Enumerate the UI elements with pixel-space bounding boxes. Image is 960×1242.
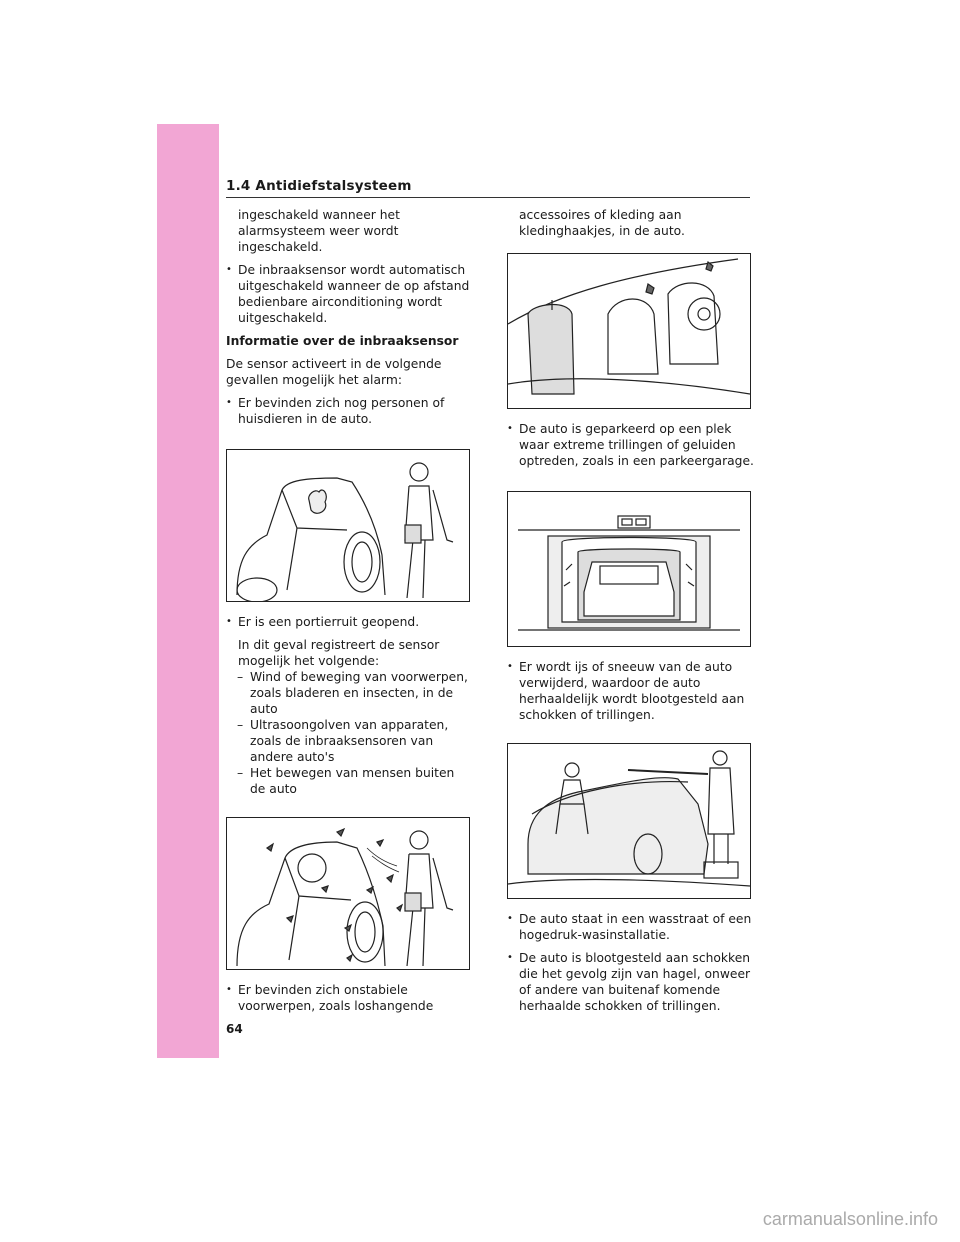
section-title: 1.4 Antidiefstalsysteem bbox=[226, 178, 412, 194]
header-rule bbox=[226, 197, 750, 198]
illustration-person-with-dog bbox=[226, 449, 470, 602]
illustration-hanging-clothes bbox=[507, 253, 751, 409]
bullet-vibration: De auto is geparkeerd op een plek waar e… bbox=[507, 421, 754, 469]
sensor-intro: De sensor activeert in de volgende geval… bbox=[226, 357, 442, 387]
bullet-ice: Er wordt ijs of sneeuw van de auto verwi… bbox=[507, 659, 754, 723]
bullet-ac: De inbraaksensor wordt automatisch uitge… bbox=[226, 262, 473, 326]
intro-continuation: ingeschakeld wanneer het alarmsysteem we… bbox=[238, 208, 400, 254]
bullet-persons: Er bevinden zich nog personen of huisdie… bbox=[226, 395, 473, 427]
watermark-logo: carmanualsonline.info bbox=[762, 1209, 938, 1229]
subheading: Informatie over de inbraaksensor bbox=[226, 334, 459, 348]
window-detail: In dit geval registreert de sensor mogel… bbox=[238, 638, 440, 668]
bullet-window: Er is een portierruit geopend. bbox=[226, 614, 473, 630]
dash-item-people: Het bewegen van mensen buiten de auto bbox=[226, 765, 473, 797]
right-column: accessoires of kleding aan kledinghaakje… bbox=[507, 207, 754, 1021]
bullet-carwash: De auto staat in een wasstraat of een ho… bbox=[507, 911, 754, 943]
left-column: ingeschakeld wanneer het alarmsysteem we… bbox=[226, 207, 473, 1021]
page-number: 64 bbox=[226, 1022, 243, 1036]
bullet-hail: De auto is blootgesteld aan schokken die… bbox=[507, 950, 754, 1014]
dash-item-wind: Wind of beweging van voorwerpen, zoals b… bbox=[226, 669, 473, 717]
bullet-unstable: Er bevinden zich onstabiele voorwerpen, … bbox=[226, 982, 473, 1014]
page-side-tab bbox=[157, 124, 219, 1058]
dash-item-ultrasound: Ultrasoongolven van apparaten, zoals de … bbox=[226, 717, 473, 765]
illustration-snow-removal bbox=[507, 743, 751, 899]
illustration-car-wash bbox=[507, 491, 751, 647]
unstable-continuation: accessoires of kleding aan kledinghaakje… bbox=[519, 208, 685, 238]
illustration-leaves-open-window bbox=[226, 817, 470, 970]
